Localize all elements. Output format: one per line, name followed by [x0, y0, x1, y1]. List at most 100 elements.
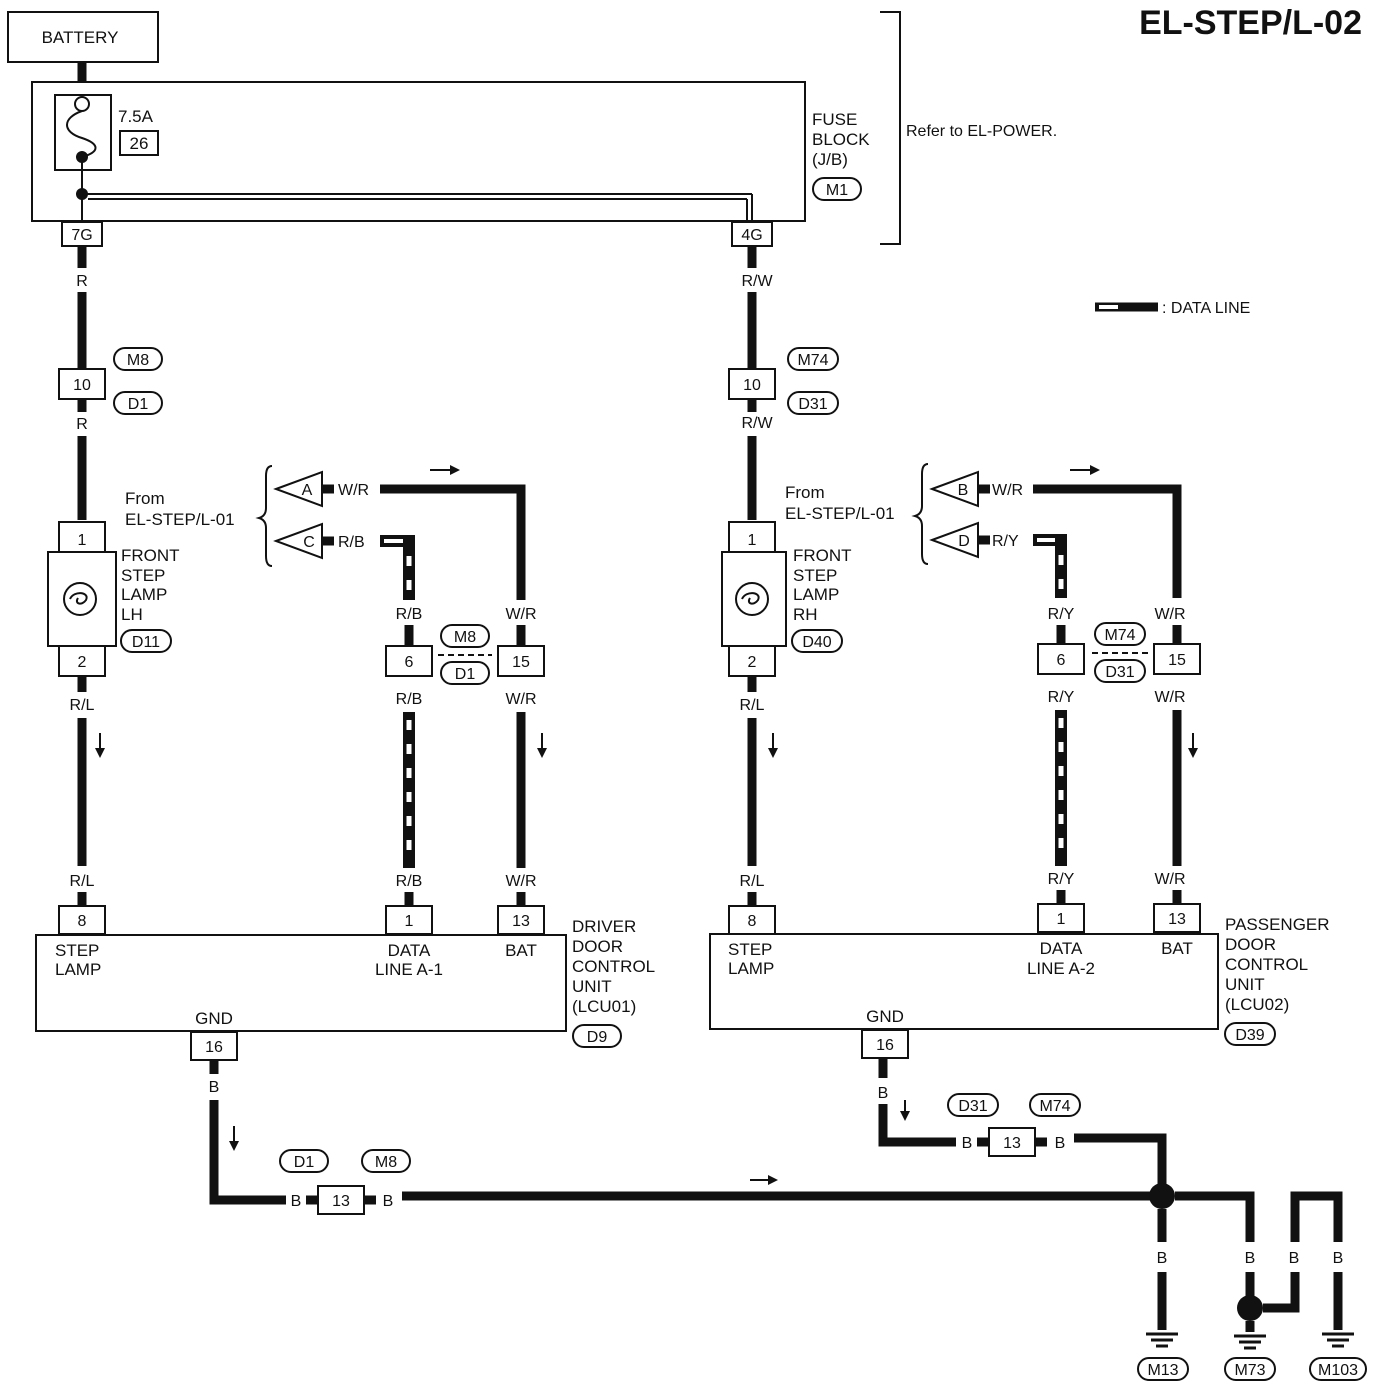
pin-10-right: [728, 368, 776, 400]
lcu01-pin-1-label: 1: [405, 913, 414, 930]
pin-4g-label: 4G: [741, 227, 762, 244]
from-bracket-right: [911, 463, 929, 565]
pin-10-right-label: 10: [743, 377, 761, 394]
lcu02-name-4: UNIT: [1225, 975, 1265, 994]
arrow-down-icon: [537, 748, 547, 758]
wire-color-b-link: B: [1289, 1250, 1300, 1267]
arrow-right-icon: [1090, 465, 1100, 475]
lamp-rh-label-1: FRONT: [793, 546, 852, 565]
wire-color-b-left-1: B: [209, 1079, 220, 1096]
ground-splice-m73: [1237, 1295, 1263, 1321]
lamp-lh-pin-1-label: 1: [78, 532, 87, 549]
pin-6-right-label: 6: [1057, 652, 1066, 669]
lcu01-name-3: CONTROL: [572, 957, 655, 976]
lamp-lh-bulb-icon: [63, 582, 97, 616]
ground-m73-icon: [1234, 1334, 1266, 1350]
pin-6-left: [385, 645, 433, 677]
wire-color-b-right-2: B: [962, 1135, 973, 1152]
wire-color-ry-right-top: R/Y: [992, 533, 1019, 550]
flag-b-label: B: [958, 482, 969, 499]
wire-color-ry-1: R/Y: [1048, 606, 1075, 623]
connector-m1: M1: [826, 182, 848, 199]
wire-color-b-m103: B: [1333, 1250, 1344, 1267]
arrow-down-icon: [95, 748, 105, 758]
connector-m103: M103: [1318, 1362, 1358, 1379]
lcu02-data-label-2: LINE A-2: [1027, 959, 1095, 978]
battery-box: [7, 11, 159, 63]
from-bracket-left: [255, 465, 273, 567]
wire-color-wr-5: W/R: [1154, 689, 1185, 706]
lcu02-name-2: DOOR: [1225, 935, 1276, 954]
wire-color-rb-left-top: R/B: [338, 534, 365, 551]
lcu02-data-label-1: DATA: [1040, 939, 1083, 958]
wire-color-ry-3: R/Y: [1048, 871, 1075, 888]
connector-d9-oval: [572, 1024, 622, 1048]
connector-m8-mid-oval: [440, 624, 490, 648]
connector-m8-bottom-oval: [361, 1149, 411, 1173]
ground-m103-icon: [1322, 1332, 1354, 1348]
lcu01-gnd-label: GND: [195, 1009, 233, 1028]
flag-a-label: A: [302, 482, 313, 499]
lcu02-pin-1: [1037, 903, 1085, 933]
lcu02-gnd-label: GND: [866, 1007, 904, 1026]
wire-color-rl-2: R/L: [70, 873, 95, 890]
arrow-right-icon: [450, 465, 460, 475]
pin-13-right-label: 13: [1003, 1135, 1021, 1152]
arrow-down-icon: [768, 748, 778, 758]
wire-color-wr-2: W/R: [505, 691, 536, 708]
wire-color-rl-1: R/L: [70, 697, 95, 714]
fuse-number-box: [119, 130, 159, 156]
refer-bracket: [880, 11, 901, 245]
wire-color-rl-4: R/L: [740, 873, 765, 890]
wire-wr-right: [1033, 484, 1182, 598]
refer-text: Refer to EL-POWER.: [906, 123, 1057, 140]
connector-m8-bottom: M8: [375, 1154, 397, 1171]
flag-c: [273, 522, 323, 560]
wire-color-rb-2: R/B: [396, 691, 423, 708]
battery-label: BATTERY: [42, 28, 119, 47]
connector-m74-mid: M74: [1104, 627, 1135, 644]
connector-d39-oval: [1224, 1022, 1276, 1046]
lamp-rh-bulb-icon: [735, 582, 769, 616]
fuse-number: 26: [130, 134, 149, 153]
pin-15-left: [497, 645, 545, 677]
data-line-a2-upper: [1033, 534, 1067, 598]
wire-color-rw-2: R/W: [741, 415, 773, 432]
fuse-symbol-icon: [66, 110, 97, 158]
connector-d1-top: D1: [128, 396, 149, 413]
pin-15-left-label: 15: [512, 654, 530, 671]
wire-color-ry-2: R/Y: [1048, 689, 1075, 706]
wire-color-wr-right-top: W/R: [992, 482, 1023, 499]
wire-color-wr-3: W/R: [505, 873, 536, 890]
wire-color-wr-4: W/R: [1154, 606, 1185, 623]
lamp-lh-pin-2-label: 2: [78, 654, 87, 671]
lcu02-name-1: PASSENGER: [1225, 915, 1330, 934]
lamp-lh-label-1: FRONT: [121, 546, 180, 565]
wire-wr-left: [380, 484, 526, 600]
wire-color-rb-1: R/B: [396, 606, 423, 623]
flag-d-label: D: [958, 533, 970, 550]
flag-d: [929, 521, 979, 559]
wire-color-b-left-2: B: [291, 1193, 302, 1210]
lcu01-pin-13-label: 13: [512, 913, 530, 930]
connector-m74-top-oval: [787, 347, 839, 371]
flag-b: [929, 470, 979, 508]
connector-m74-bottom: M74: [1039, 1098, 1070, 1115]
from-label-left-2: EL-STEP/L-01: [125, 510, 235, 529]
connector-d31-mid: D31: [1105, 664, 1134, 681]
lcu02-bat-label: BAT: [1161, 939, 1193, 958]
lamp-rh-label-2: STEP: [793, 566, 837, 585]
connector-d9: D9: [587, 1029, 608, 1046]
lcu02-name-3: CONTROL: [1225, 955, 1308, 974]
connector-d11-oval: [120, 629, 172, 653]
arrow-right-icon: [768, 1175, 778, 1185]
wire-color-wr-1: W/R: [505, 606, 536, 623]
lcu01-pin-1: [385, 905, 433, 935]
ground-m13-icon: [1146, 1332, 1178, 1348]
wire-color-b-m73: B: [1245, 1250, 1256, 1267]
lcu01-pin-8-label: 8: [78, 913, 87, 930]
connector-d1-bottom-oval: [279, 1149, 329, 1173]
connector-m1-oval: [812, 177, 862, 201]
lamp-rh-pin-2-label: 2: [748, 654, 757, 671]
lcu01-name-5: (LCU01): [572, 997, 636, 1016]
